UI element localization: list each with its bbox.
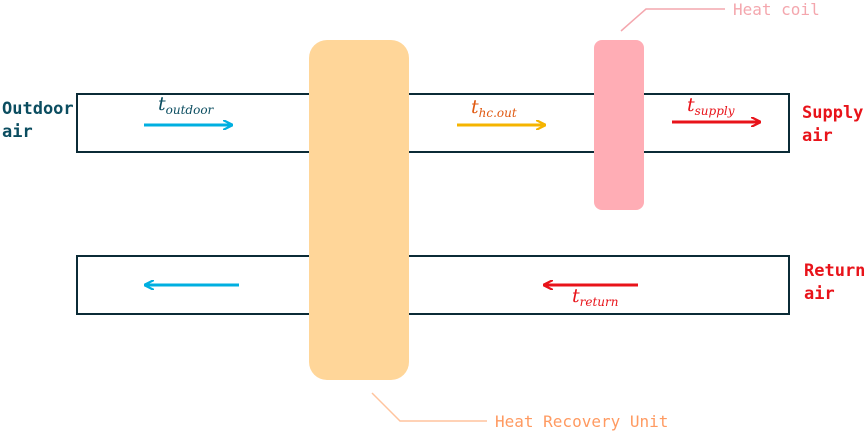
return-air-label-line2: air [804, 284, 835, 304]
t-supply-base: t [687, 94, 695, 116]
outdoor-air-label-line2: air [2, 122, 33, 142]
t-return-base: t [572, 285, 580, 307]
t-hc-out-base: t [471, 96, 479, 118]
t-hc-out-sub: hc.out [479, 106, 517, 120]
t-outdoor-base: t [158, 93, 166, 115]
return-air-label: Return air [804, 261, 865, 304]
supply-air-label-line2: air [802, 126, 833, 146]
heat-recovery-unit [309, 40, 409, 380]
outdoor-air-label-line1: Outdoor [2, 99, 74, 119]
t-supply-sub: supply [695, 104, 735, 118]
heat-coil [594, 40, 644, 210]
t-return-label: treturn [572, 285, 619, 309]
t-outdoor-sub: outdoor [166, 103, 215, 117]
supply-duct [76, 93, 790, 153]
t-hc-out-label: thc.out [471, 96, 517, 120]
t-supply-label: tsupply [687, 94, 735, 118]
heat-coil-label: Heat coil [733, 0, 820, 19]
t-outdoor-label: toutdoor [158, 93, 215, 117]
heat-recovery-unit-label: Heat Recovery Unit [495, 412, 668, 431]
heat-coil-callout-line [620, 8, 725, 32]
t-return-sub: return [580, 295, 619, 309]
heat-recovery-callout-line [371, 392, 487, 422]
supply-air-label: Supply air [802, 103, 865, 146]
return-air-label-line1: Return [804, 261, 865, 281]
supply-air-label-line1: Supply [802, 103, 863, 123]
outdoor-air-label: Outdoor air [2, 99, 84, 142]
